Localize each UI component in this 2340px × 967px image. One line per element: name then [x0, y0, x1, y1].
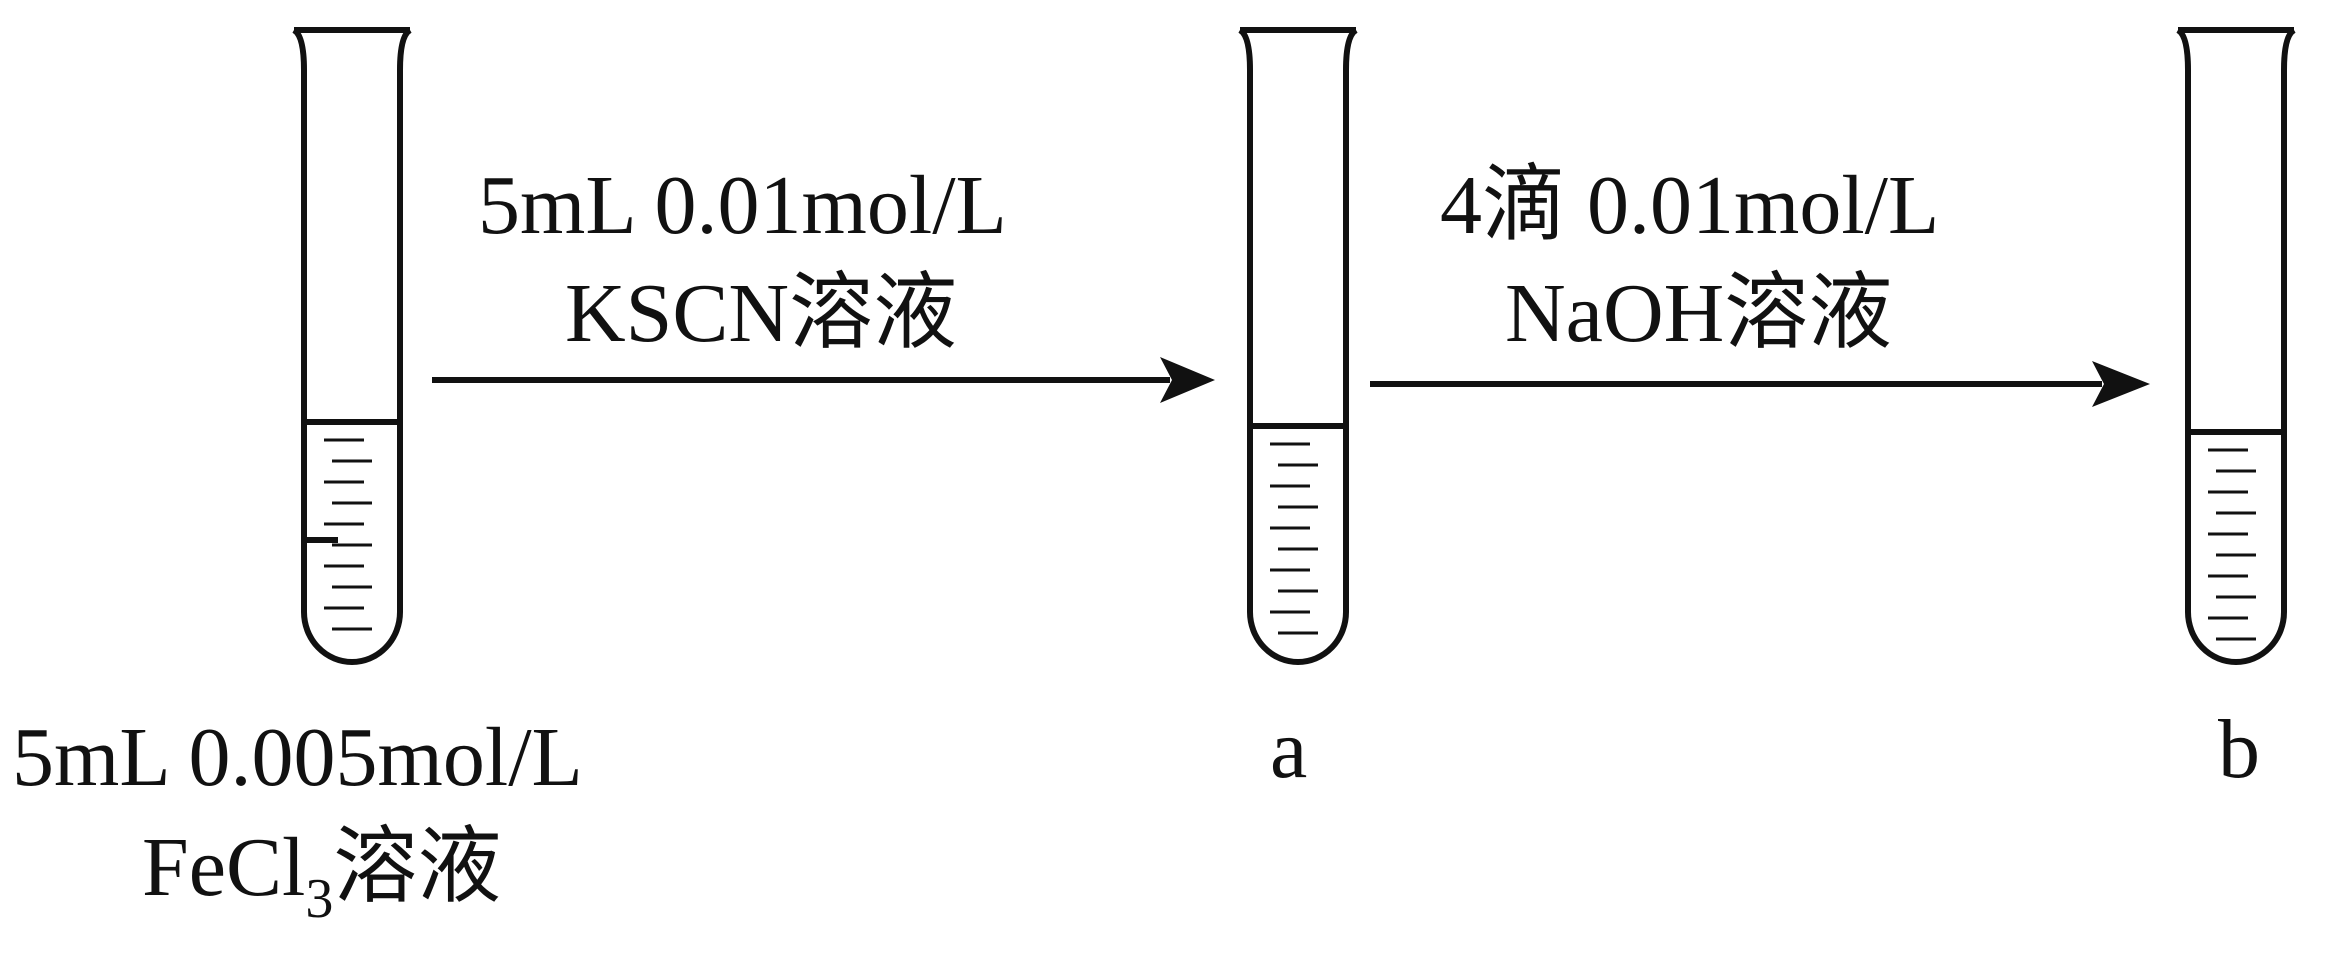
step1-amount-label: 5mL 0.01mol/L	[478, 159, 1007, 252]
formula-suffix: 溶液	[333, 821, 502, 914]
step1-reagent-label: KSCN溶液	[565, 267, 958, 360]
test-tube-fecl3	[292, 27, 412, 665]
tube-b-label: b	[2218, 703, 2260, 796]
test-tube-b	[2176, 27, 2296, 665]
step2-amount-label: 4滴 0.01mol/L	[1440, 159, 1940, 252]
formula-main: FeCl	[142, 821, 306, 914]
tube-outline	[292, 27, 412, 665]
initial-reagent-label: FeCl3溶液	[142, 826, 501, 928]
tube-outline	[2176, 27, 2296, 665]
tube-outline	[1238, 27, 1358, 665]
arrow-step1	[432, 357, 1215, 403]
step2-reagent-label: NaOH溶液	[1505, 267, 1893, 360]
formula-subscript: 3	[305, 868, 334, 930]
tube-a-label: a	[1270, 703, 1308, 796]
arrow-step2	[1370, 361, 2150, 407]
initial-amount-label: 5mL 0.005mol/L	[12, 711, 583, 804]
test-tube-a	[1238, 27, 1358, 665]
